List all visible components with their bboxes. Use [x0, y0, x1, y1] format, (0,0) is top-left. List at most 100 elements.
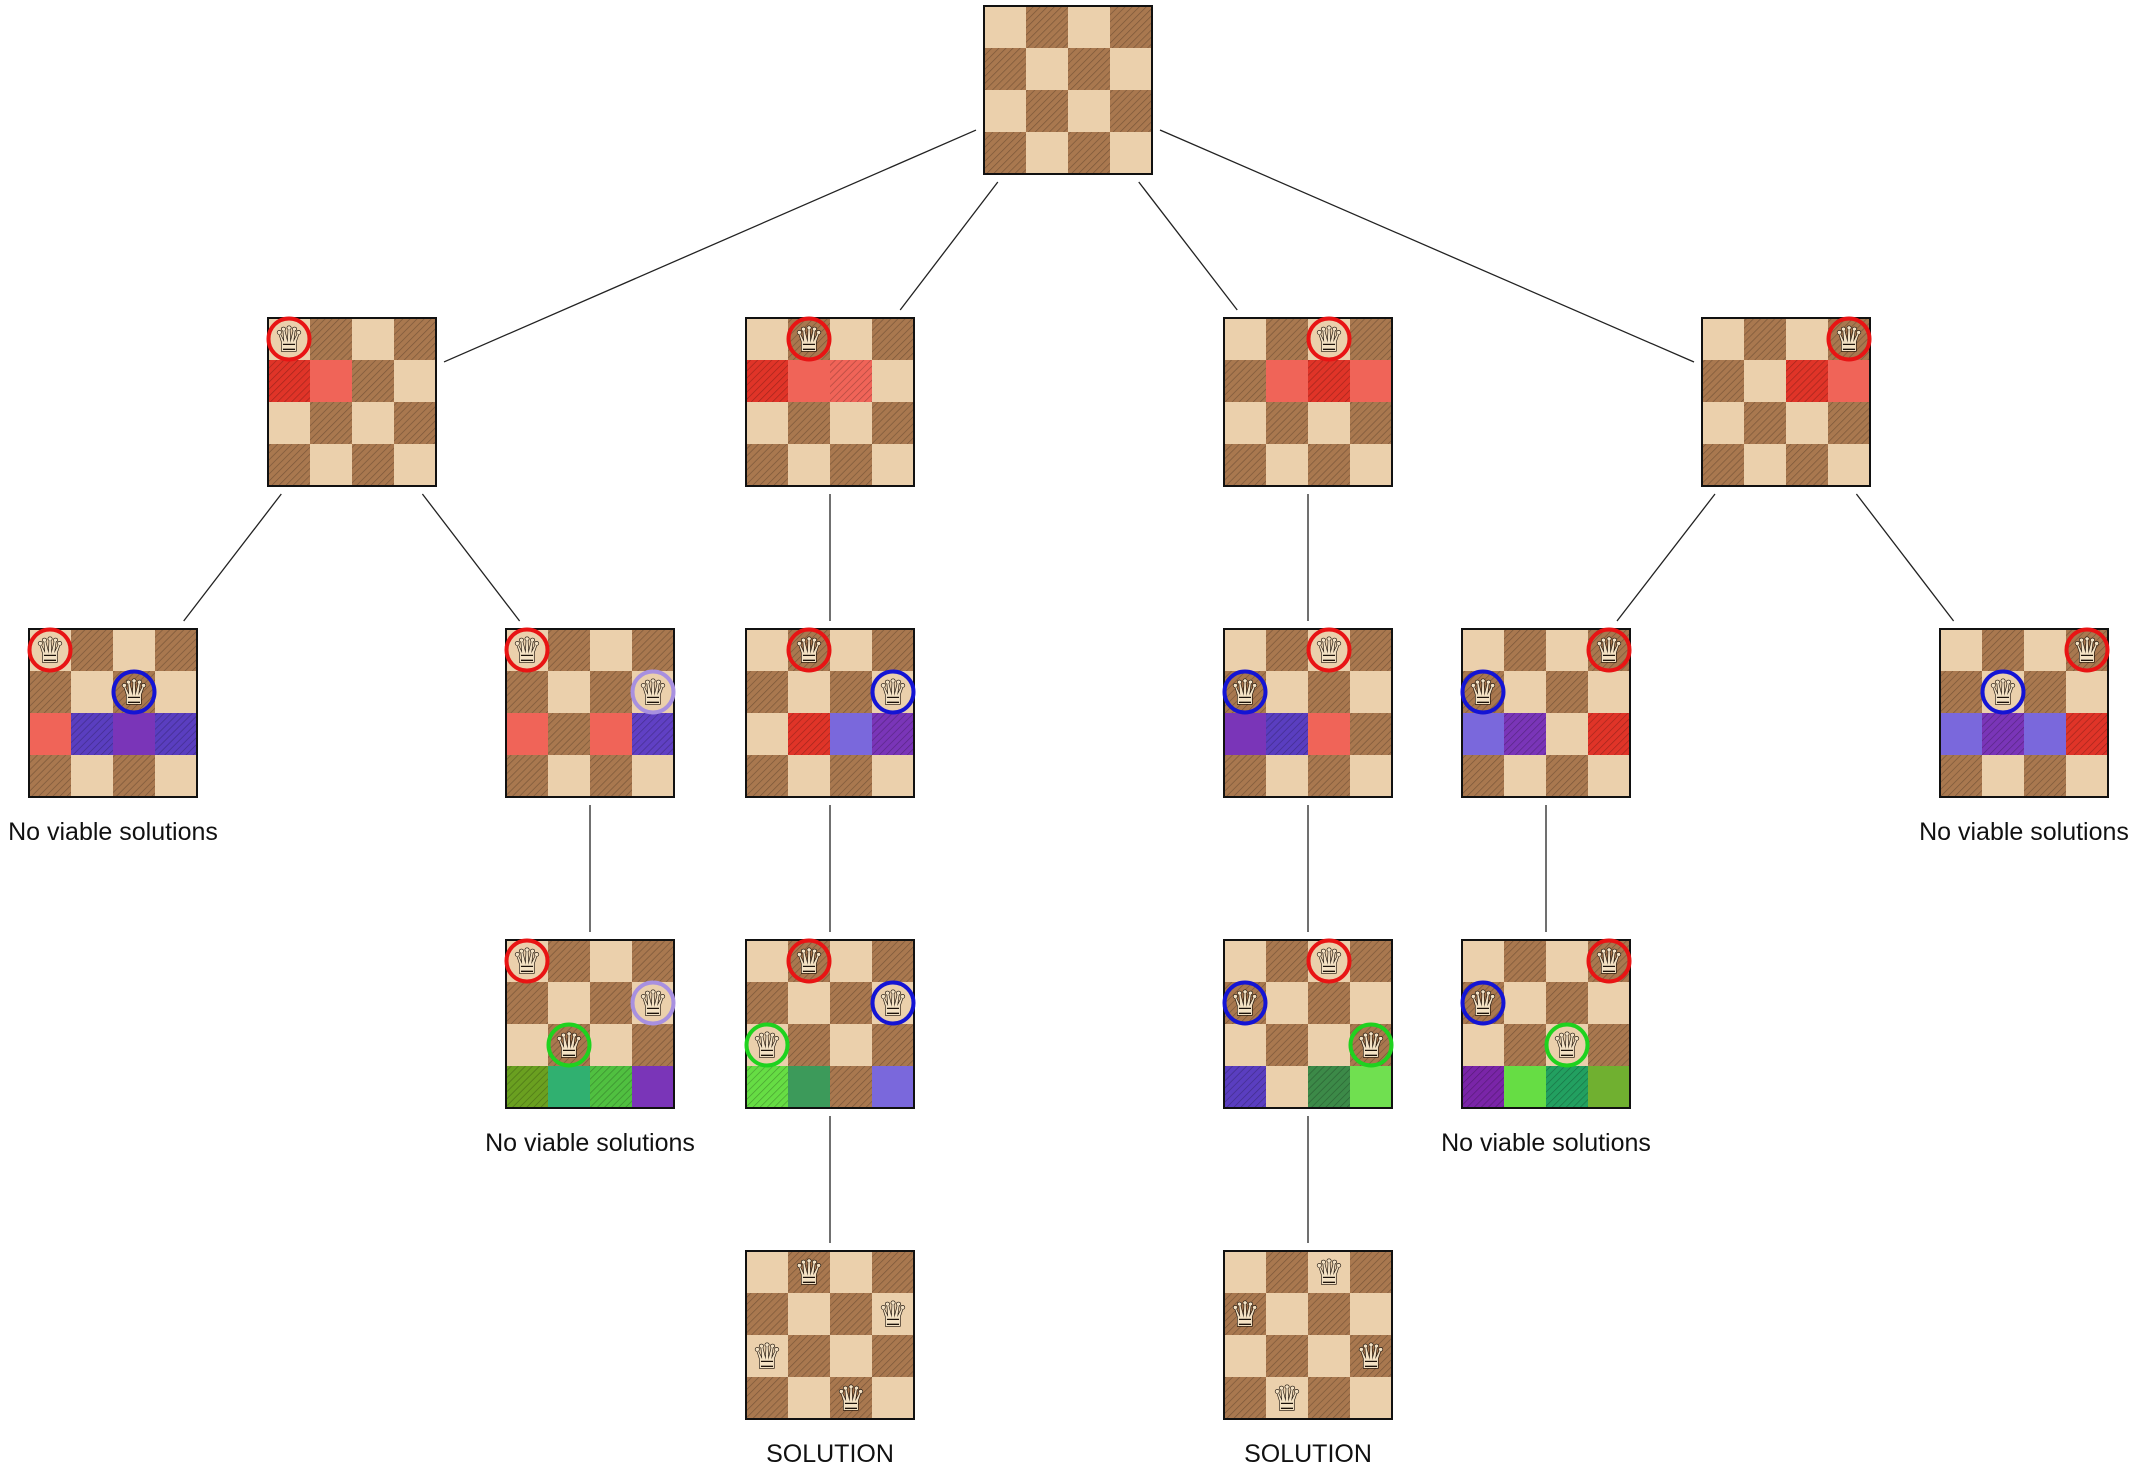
square-hatching: [1026, 90, 1068, 132]
board-square: [746, 940, 788, 982]
board-square: [113, 629, 155, 671]
queen-ring-red: [1306, 938, 1352, 984]
square-hatching: [268, 444, 310, 486]
queen-icon: ♛: [1834, 320, 1864, 360]
board-square: [2066, 755, 2108, 797]
board-square: [830, 713, 872, 755]
tree-boards: ♛♛♛♛♛♛♛♛♛♛♛♛♛♛♛♛♛♛♛♛♛♛♛♛♛♛♛♛♛♛♛♛♛♛♛♛: [27, 5, 2110, 1420]
board-square: [830, 1335, 872, 1377]
square-hatching: [1350, 940, 1392, 982]
square-hatching: [788, 713, 830, 755]
queen-icon: ♛: [1230, 673, 1260, 713]
square-hatching: [872, 402, 914, 444]
board-root: [983, 5, 1153, 175]
square-hatching: [1266, 940, 1308, 982]
square-hatching: [2024, 671, 2066, 713]
queen-icon: ♛: [2072, 631, 2102, 671]
board-square: [1462, 940, 1504, 982]
board-square: [1462, 1024, 1504, 1066]
square-hatching: [830, 755, 872, 797]
queen-ring-red: [2064, 627, 2110, 673]
square-hatching: [830, 671, 872, 713]
board-square: [590, 713, 632, 755]
board-square: [788, 444, 830, 486]
square-hatching: [1308, 1293, 1350, 1335]
board-square: [632, 755, 674, 797]
board-square: [1786, 402, 1828, 444]
board-b: ♛: [745, 316, 915, 487]
queen-icon: ♛: [1356, 1026, 1386, 1066]
board-square: [1308, 1335, 1350, 1377]
board-border: [267, 317, 437, 487]
queen-icon: ♛: [794, 942, 824, 982]
square-hatching: [590, 755, 632, 797]
board-border: [1461, 939, 1631, 1109]
square-hatching: [1224, 444, 1266, 486]
board-square: [872, 1066, 914, 1108]
square-hatching: [1350, 713, 1392, 755]
queen-icon: ♛: [1314, 1253, 1344, 1293]
board-square: [1224, 940, 1266, 982]
board-square: [1504, 755, 1546, 797]
square-hatching: [1744, 318, 1786, 360]
queen-icon: ♛: [274, 320, 304, 360]
board-c1a: ♛♛♛: [1222, 938, 1394, 1109]
square-hatching: [746, 444, 788, 486]
board-square: [1462, 629, 1504, 671]
queen-icon: ♛: [1468, 673, 1498, 713]
board-square: [310, 360, 352, 402]
board-square: [1224, 402, 1266, 444]
board-square: [548, 1066, 590, 1108]
square-hatching: [1786, 360, 1828, 402]
board-square: [830, 402, 872, 444]
board-square: [590, 940, 632, 982]
board-square: [788, 1293, 830, 1335]
queen-ring-blue: [1222, 980, 1268, 1026]
board-square: [1702, 318, 1744, 360]
square-hatching: [506, 671, 548, 713]
square-hatching: [746, 1066, 788, 1108]
board-border: [505, 628, 675, 798]
board-d1a: ♛♛♛: [1460, 938, 1632, 1109]
queen-ring-red: [1306, 627, 1352, 673]
square-hatching: [872, 940, 914, 982]
square-hatching: [872, 713, 914, 755]
board-square: [746, 1251, 788, 1293]
queen-icon: ♛: [878, 984, 908, 1024]
square-hatching: [590, 671, 632, 713]
square-hatching: [1504, 940, 1546, 982]
board-square: [1266, 360, 1308, 402]
queen-icon: ♛: [554, 1026, 584, 1066]
board-square: [1462, 713, 1504, 755]
queen-icon: ♛: [1230, 1295, 1260, 1335]
board-square: [746, 318, 788, 360]
board-border: [745, 317, 915, 487]
board-square: [746, 629, 788, 671]
board-square: [1068, 90, 1110, 132]
square-hatching: [1266, 1024, 1308, 1066]
board-square: [1026, 48, 1068, 90]
square-hatching: [788, 1024, 830, 1066]
square-hatching: [1266, 1335, 1308, 1377]
board-square: [506, 1024, 548, 1066]
board-square: [71, 755, 113, 797]
square-hatching: [872, 318, 914, 360]
queen-icon: ♛: [794, 1253, 824, 1293]
square-hatching: [1308, 360, 1350, 402]
queen-ring-red: [1826, 316, 1872, 362]
queen-icon: ♛: [35, 631, 65, 671]
board-square: [2066, 671, 2108, 713]
queen-icon: ♛: [752, 1026, 782, 1066]
square-hatching: [1546, 671, 1588, 713]
board-square: [1940, 713, 1982, 755]
board-square: [1350, 1293, 1392, 1335]
square-hatching: [632, 1024, 674, 1066]
square-hatching: [1702, 360, 1744, 402]
queen-ring-blue: [111, 669, 157, 715]
square-hatching: [1786, 444, 1828, 486]
square-hatching: [746, 755, 788, 797]
square-hatching: [1224, 1293, 1266, 1335]
square-hatching: [746, 982, 788, 1024]
queen-icon: ♛: [1468, 984, 1498, 1024]
board-square: [1504, 1066, 1546, 1108]
